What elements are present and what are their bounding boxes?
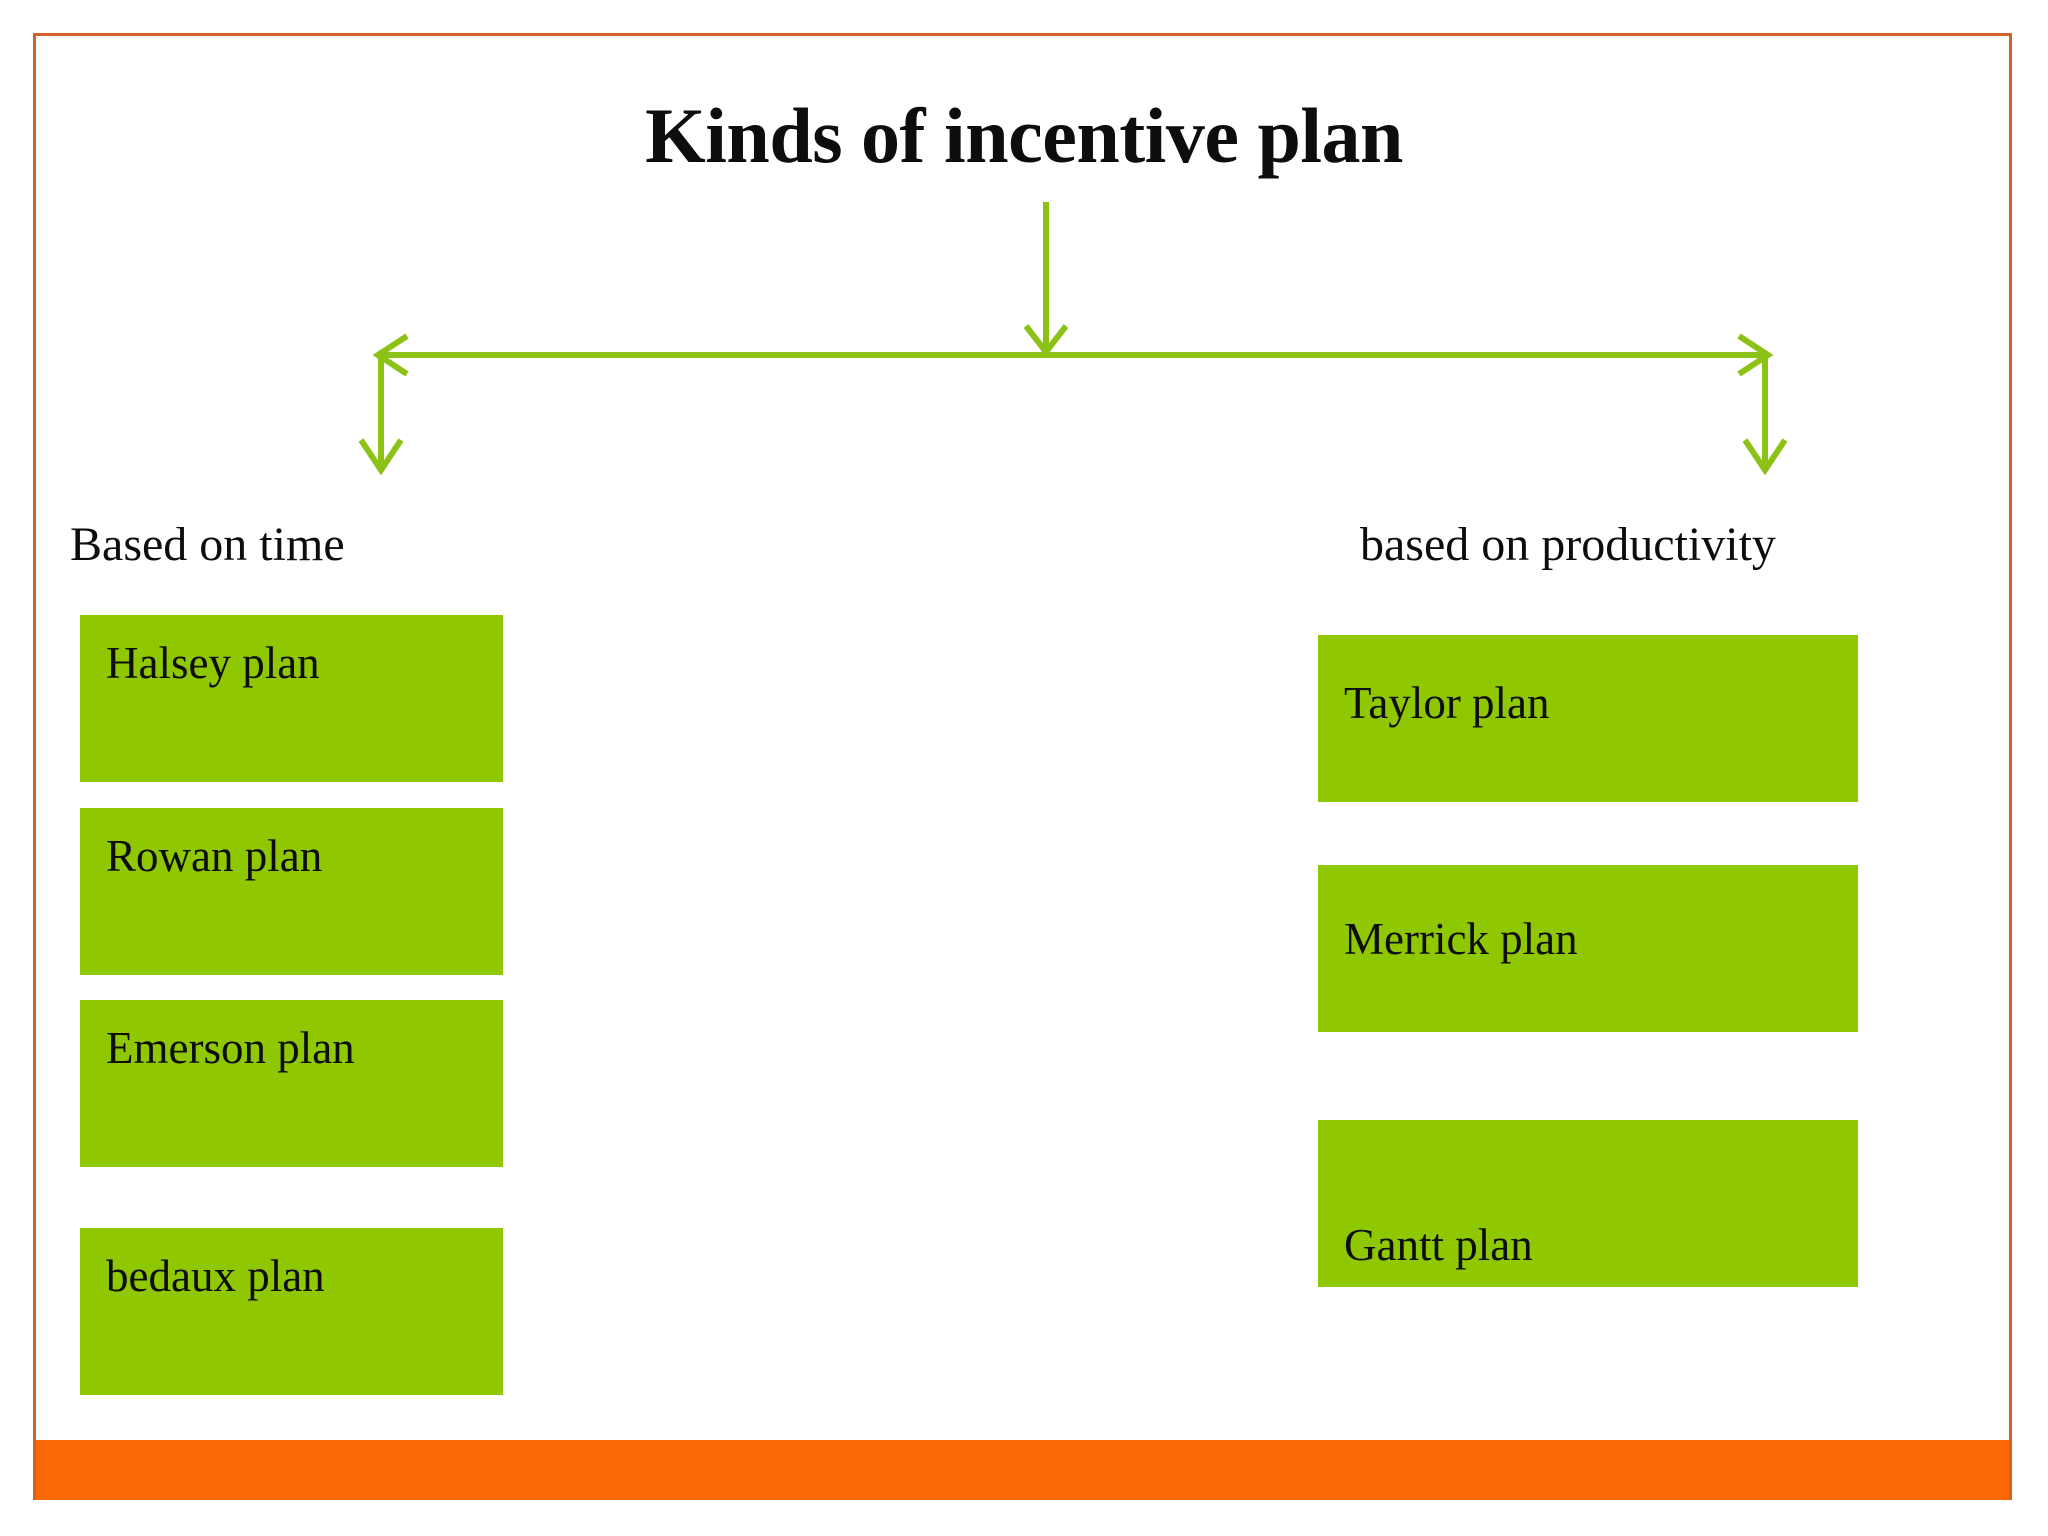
plan-box-label: Halsey plan: [106, 638, 320, 688]
left-arrowhead-icon: [372, 333, 409, 377]
center-arrowhead-icon: [1023, 324, 1069, 357]
plan-box-label: Rowan plan: [106, 831, 323, 881]
right-arrowhead-icon: [1737, 333, 1774, 377]
left-down-arrowhead-icon: [358, 438, 404, 476]
branch-caption-based-on-productivity: based on productivity: [1360, 518, 1776, 571]
bottom-orange-band: [36, 1440, 2009, 1500]
plan-box-taylor[interactable]: Taylor plan: [1318, 635, 1858, 802]
plan-box-bedaux[interactable]: bedaux plan: [80, 1228, 503, 1395]
plan-box-emerson[interactable]: Emerson plan: [80, 1000, 503, 1167]
plan-box-label: Emerson plan: [106, 1023, 355, 1073]
plan-box-label: Taylor plan: [1344, 678, 1550, 728]
branch-caption-based-on-time: Based on time: [70, 518, 345, 571]
plan-box-gantt[interactable]: Gantt plan: [1318, 1120, 1858, 1287]
right-down-arrowhead-icon: [1742, 438, 1788, 476]
plan-box-merrick[interactable]: Merrick plan: [1318, 865, 1858, 1032]
page-title: Kinds of incentive plan: [645, 92, 1403, 179]
plan-box-rowan[interactable]: Rowan plan: [80, 808, 503, 975]
plan-box-label: Merrick plan: [1344, 914, 1578, 964]
plan-box-label: bedaux plan: [106, 1251, 325, 1301]
plan-box-label: Gantt plan: [1344, 1220, 1533, 1270]
plan-box-halsey[interactable]: Halsey plan: [80, 615, 503, 782]
